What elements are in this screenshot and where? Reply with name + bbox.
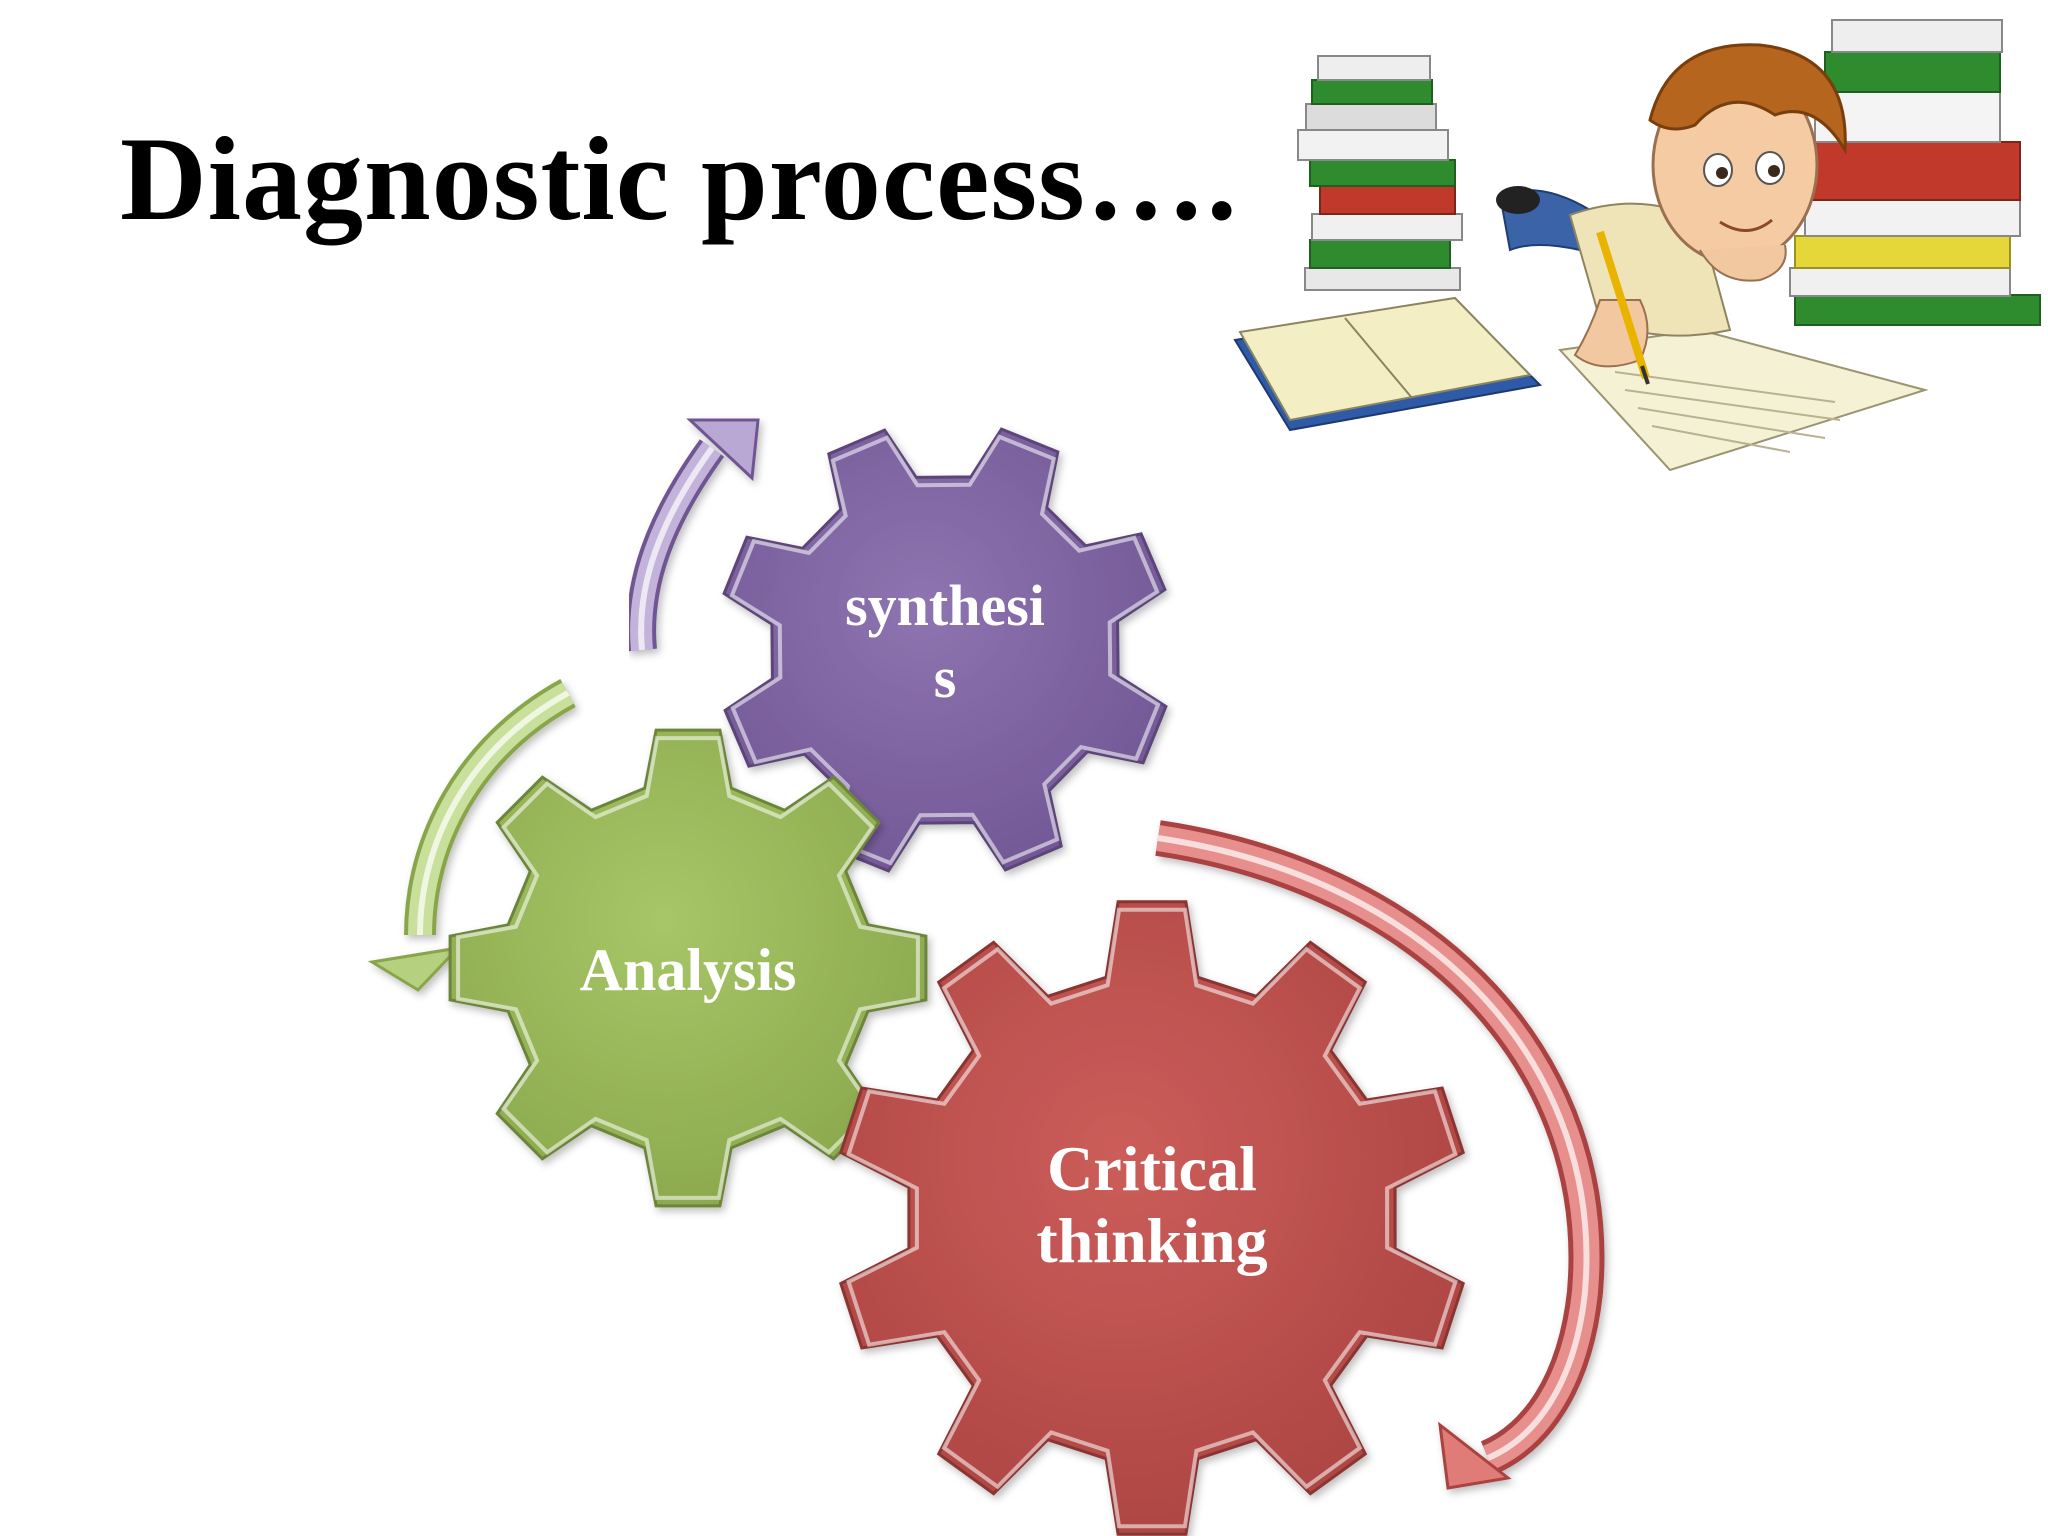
synthesis-label-line2: s: [934, 645, 957, 710]
synthesis-gear: [722, 427, 1168, 873]
critical-label-line2: thinking: [1036, 1205, 1267, 1276]
purple-curved-arrow: [626, 418, 760, 652]
critical-thinking-gear: [838, 900, 1466, 1536]
right-book-stack: [1789, 19, 2041, 326]
red-curved-arrow: [1155, 820, 1605, 1490]
synthesis-label-line1: synthesi: [845, 573, 1045, 638]
open-book: [1233, 296, 1543, 432]
writing-paper: [1557, 328, 1929, 472]
boy-studying-books-illustration: [1233, 19, 2041, 472]
green-curved-arrow: [367, 678, 576, 992]
boy-figure: [1496, 43, 1847, 385]
slide-title: Diagnostic process….: [120, 112, 1238, 245]
analysis-label: Analysis: [580, 937, 797, 1003]
left-book-stack: [1297, 55, 1463, 291]
analysis-gear: [448, 728, 928, 1208]
critical-label-line1: Critical: [1047, 1133, 1257, 1204]
